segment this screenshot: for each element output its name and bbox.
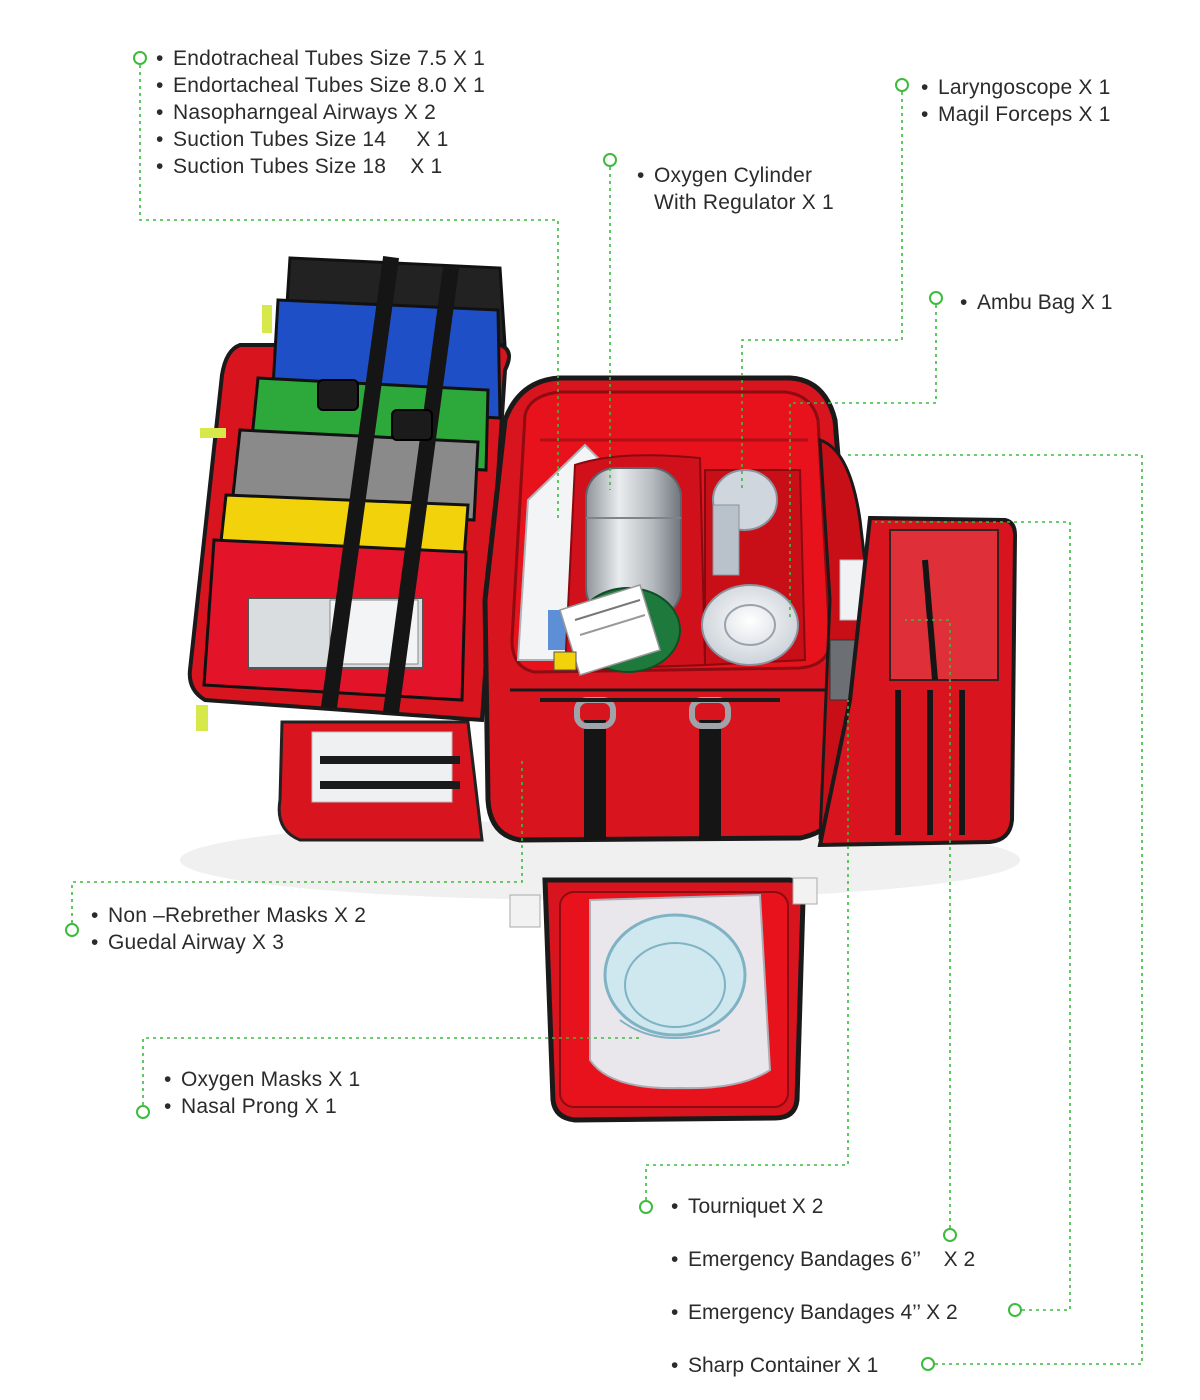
leader-bandages-4 xyxy=(875,521,1071,1311)
leader-lines xyxy=(71,58,1143,1365)
pouch-straps xyxy=(320,255,459,714)
label-tourniquet: Tourniquet X 2 xyxy=(671,1193,823,1220)
leader-laryngoscope-endpoint-icon xyxy=(895,78,909,92)
leader-sharp-container-endpoint-icon xyxy=(921,1357,935,1371)
item-oxygen-regulator: With Regulator X 1 xyxy=(654,191,834,214)
leader-endpoints xyxy=(65,51,1022,1371)
leader-tourniquet-endpoint-icon xyxy=(639,1200,653,1214)
flap-clear-pocket xyxy=(889,529,999,681)
leader-bandages-6 xyxy=(905,619,951,1235)
item-suction-tubes-14: Suction Tubes Size 14 X 1 xyxy=(156,126,485,153)
item-magil-forceps: Magil Forceps X 1 xyxy=(921,101,1111,128)
leader-laryngoscope xyxy=(741,85,903,490)
leader-sharp-container xyxy=(845,454,1143,1365)
label-airway-tubes: Endotracheal Tubes Size 7.5 X 1 Endortac… xyxy=(156,45,485,180)
label-ambu-bag: Ambu Bag X 1 xyxy=(960,289,1112,316)
leader-ambu-bag-endpoint-icon xyxy=(929,291,943,305)
item-nasopharyngeal-airways: Nasopharngeal Airways X 2 xyxy=(156,99,485,126)
item-non-rebreather-masks: Non –Rebrether Masks X 2 xyxy=(91,902,366,929)
leader-tourniquet xyxy=(645,700,849,1207)
item-nasal-prong: Nasal Prong X 1 xyxy=(164,1093,360,1120)
item-laryngoscope: Laryngoscope X 1 xyxy=(921,74,1111,101)
strap-buckles xyxy=(317,379,433,441)
flap-elastic-straps xyxy=(895,559,965,835)
leader-bandages-6-endpoint-icon xyxy=(943,1228,957,1242)
lower-left-straps xyxy=(320,756,460,789)
label-bandages-4: Emergency Bandages 4’’ X 2 xyxy=(671,1299,958,1326)
item-guedal-airway: Guedal Airway X 3 xyxy=(91,929,366,956)
leader-bandages-4-endpoint-icon xyxy=(1008,1303,1022,1317)
item-endotracheal-7-5: Endotracheal Tubes Size 7.5 X 1 xyxy=(156,45,485,72)
label-oxygen-cylinder: Oxygen Cylinder With Regulator X 1 xyxy=(637,162,834,216)
lower-left-supplies xyxy=(311,731,453,803)
label-laryngoscope: Laryngoscope X 1 Magil Forceps X 1 xyxy=(921,74,1111,128)
item-suction-tubes-18: Suction Tubes Size 18 X 1 xyxy=(156,153,485,180)
leader-airway-tubes xyxy=(139,58,559,520)
leader-masks xyxy=(71,760,523,930)
ambu-bag xyxy=(701,469,799,666)
oxygen-masks-packet xyxy=(589,893,772,1090)
reflective-tags xyxy=(196,305,272,731)
leader-airway-tubes-endpoint-icon xyxy=(133,51,147,65)
label-sharp-container: Sharp Container X 1 xyxy=(671,1352,878,1379)
front-straps xyxy=(584,720,721,840)
item-endotracheal-8-0: Endortacheal Tubes Size 8.0 X 1 xyxy=(156,72,485,99)
item-oxygen-masks: Oxygen Masks X 1 xyxy=(164,1066,360,1093)
leader-oxygen-masks-endpoint-icon xyxy=(136,1105,150,1119)
oxygen-cylinder xyxy=(553,467,682,676)
leader-ambu-bag xyxy=(789,298,937,620)
item-oxygen-cylinder: Oxygen Cylinder xyxy=(637,162,834,189)
leader-oxygen-cylinder-endpoint-icon xyxy=(603,153,617,167)
label-masks: Non –Rebrether Masks X 2 Guedal Airway X… xyxy=(91,902,366,956)
label-bandages-6: Emergency Bandages 6’’ X 2 xyxy=(671,1246,975,1273)
leader-masks-endpoint-icon xyxy=(65,923,79,937)
label-oxygen-masks: Oxygen Masks X 1 Nasal Prong X 1 xyxy=(164,1066,360,1120)
